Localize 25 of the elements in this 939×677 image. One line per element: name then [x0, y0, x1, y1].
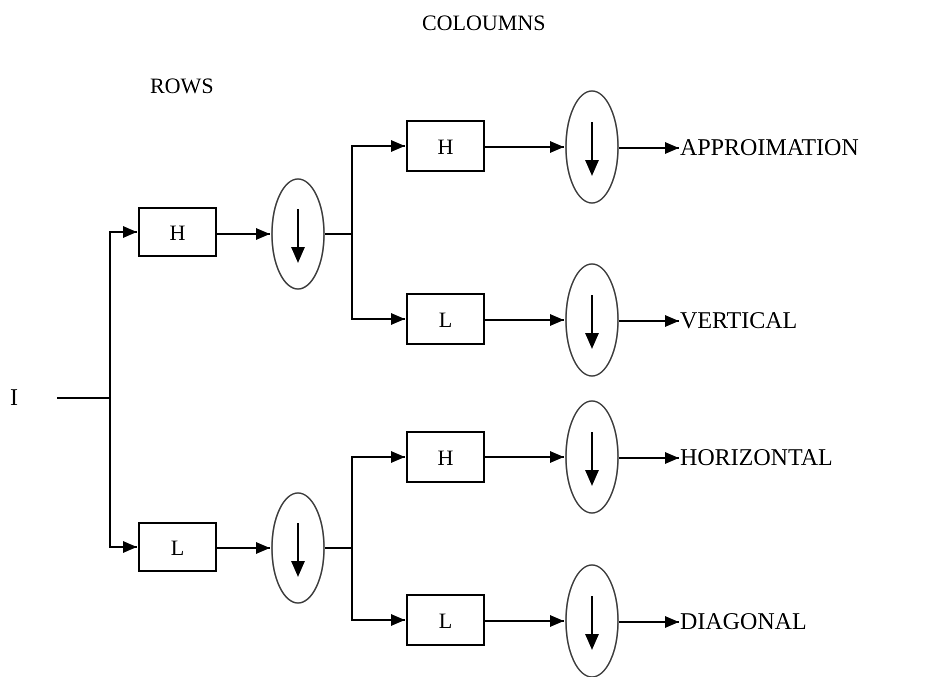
arrow	[485, 615, 564, 627]
output-label: HORIZONTAL	[680, 441, 910, 475]
filter-box: L	[406, 594, 485, 646]
filter-box: L	[406, 293, 485, 345]
arrow	[57, 397, 137, 553]
arrow	[619, 616, 679, 628]
arrow	[217, 542, 270, 554]
output-label: DIAGONAL	[680, 605, 900, 639]
arrow	[217, 228, 270, 240]
filter-box: H	[406, 120, 485, 172]
arrow	[619, 452, 679, 464]
column-heading: ROWS	[150, 75, 214, 97]
arrow	[485, 314, 564, 326]
arrow	[485, 451, 564, 463]
column-heading: COLOUMNS	[422, 12, 546, 34]
arrow	[325, 547, 405, 626]
arrow	[619, 315, 679, 327]
filter-box: H	[138, 207, 217, 257]
arrow	[485, 141, 564, 153]
filter-box: L	[138, 522, 217, 572]
filter-box: H	[406, 431, 485, 483]
input-label: I	[10, 384, 57, 412]
arrow	[619, 142, 679, 154]
output-label: APPROIMATION	[680, 131, 936, 165]
output-label: VERTICAL	[680, 304, 900, 338]
